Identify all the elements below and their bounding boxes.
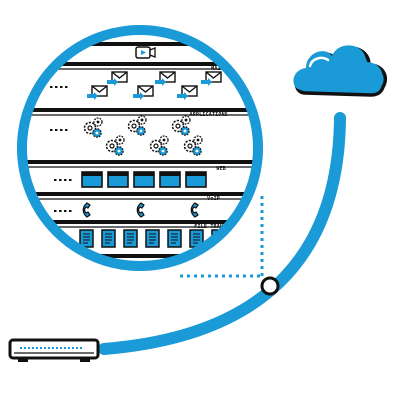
junction-node — [260, 276, 280, 296]
browser-window-icon — [107, 171, 129, 188]
browser-window-icon — [133, 171, 155, 188]
browser-window-icon — [159, 171, 181, 188]
lens-ring — [17, 25, 263, 271]
browser-window-icon — [185, 171, 207, 188]
router-icon — [8, 338, 100, 362]
row-label-applications: APPLICATIONS — [189, 112, 228, 118]
row-web — [81, 171, 207, 188]
row-label-voip: VoIP — [207, 196, 220, 202]
document-icon — [123, 229, 138, 248]
document-icon — [101, 229, 116, 248]
document-icon — [79, 229, 94, 248]
document-icon — [167, 229, 182, 248]
cloud-icon — [293, 45, 388, 97]
row-label-web: WEB — [216, 166, 226, 172]
zoom-lens: MAIL APPLICATIONS WEB VoIP FILE TRANSFER — [17, 25, 263, 271]
row-label-file-transfer: FILE TRANSFER — [194, 224, 237, 230]
video-camera-icon — [135, 46, 156, 59]
row-video — [135, 46, 156, 59]
connection-line — [98, 112, 346, 355]
document-icon — [145, 229, 160, 248]
row-label-mail: MAIL — [211, 66, 224, 72]
browser-window-icon — [81, 171, 103, 188]
